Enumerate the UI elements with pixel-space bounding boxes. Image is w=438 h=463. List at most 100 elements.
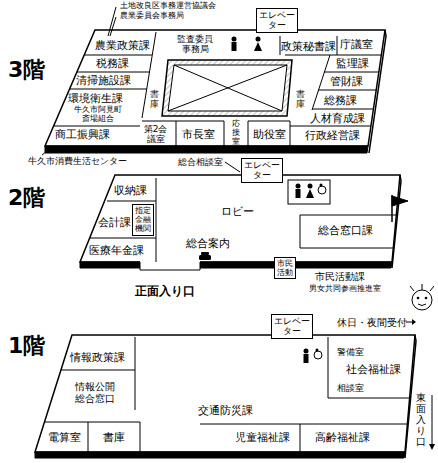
leader-label: 総合相談室 (178, 158, 223, 168)
room-name: 書庫 (103, 432, 125, 443)
toilet-icon (304, 349, 323, 364)
entrance-label: 東面入り口 (416, 392, 426, 447)
mascot-icon (410, 284, 434, 310)
floor-slab (45, 30, 385, 146)
room-box: 市長室 (180, 128, 217, 141)
room-name: 応接室 (232, 120, 240, 146)
room-box: 電算室 (46, 431, 83, 444)
room-box: 管財課 (328, 75, 365, 88)
slab-edge (80, 262, 392, 268)
room-box: 児童福祉課 (233, 431, 292, 444)
room-name: 清掃施設課 (76, 75, 131, 86)
toilet-icon (296, 184, 327, 199)
room-label: 男女共同参画推進室 (309, 285, 381, 294)
room-name: 情報政策課 (70, 352, 125, 363)
room-name: 牛久市阿見町斎場組合 (74, 105, 122, 123)
room-name: 交通防災課 (198, 405, 253, 416)
room-name: 監査委員事務局 (177, 34, 213, 55)
room-box: 助役室 (251, 128, 288, 141)
room-box: 医療年金課 (87, 244, 146, 257)
room-name: 管財課 (330, 76, 363, 87)
room-name: 第2会議室 (142, 124, 169, 145)
room-box: 収納課 (112, 184, 149, 197)
room-box: 監理課 (334, 57, 371, 70)
room-box: 商工振興課 (53, 128, 112, 141)
room-box: 行政経営課 (303, 129, 362, 142)
room-name: 農業政策課 (95, 40, 150, 51)
room-name: 指定金融機関 (135, 206, 151, 234)
room-name: 情報公開総合窓口 (75, 381, 115, 404)
slab-edge (45, 146, 368, 153)
room-box: 第2会議室 (140, 123, 171, 146)
room-name: 行政経営課 (305, 130, 360, 141)
leader-label: 農業委員会事務局 (120, 12, 184, 21)
room-name: 社会福祉課 (346, 364, 401, 375)
entrance-label: 正面入り口 (135, 285, 195, 298)
room-box: 農業政策課 (93, 39, 152, 52)
room-box: 監査委員事務局 (175, 33, 215, 56)
room-name: エレベーター (244, 160, 280, 181)
room-box: 人材育成課 (308, 112, 367, 125)
room-name: 警備室 (337, 348, 364, 357)
room-name: 庁議室 (340, 39, 373, 50)
room-name: 総務課 (324, 95, 357, 106)
floor-label: 1階 (8, 334, 45, 358)
room-name: 会計課 (98, 217, 131, 228)
elevator-box: エレベーター (271, 314, 313, 339)
room-box: 書庫 (148, 89, 161, 111)
room-name: 書庫 (296, 90, 305, 110)
floor-slab (35, 335, 415, 452)
room-name: 助役室 (253, 129, 286, 140)
toilet-icon (232, 37, 263, 52)
leader-label: 牛久市消費生活センター (28, 157, 127, 167)
room-name: 相談室 (337, 384, 364, 393)
room-box: 税務課 (94, 57, 131, 70)
room-box: 清掃施設課 (74, 74, 133, 87)
room-box: 応接室 (230, 119, 242, 147)
elevator-box: 市民活動 (274, 257, 296, 279)
room-box: 環境衛生課 (66, 92, 125, 105)
room-box: 会計課 (96, 216, 133, 229)
room-box: 書庫 (294, 89, 307, 111)
elevator-box: エレベーター (241, 158, 283, 183)
floor-slab (80, 175, 400, 262)
room-box: 相談室 (335, 383, 366, 394)
room-name: エレベーター (259, 10, 295, 31)
room-box: 政策秘書課 (279, 40, 338, 53)
room-name: 総合窓口課 (318, 225, 373, 236)
floor-label: 3階 (8, 58, 45, 82)
room-box: 警備室 (335, 347, 366, 358)
room-box: 総務課 (322, 94, 359, 107)
elevator-box: エレベーター (256, 8, 298, 33)
slab-edge (35, 452, 405, 458)
room-box: 高齢福祉課 (313, 431, 372, 444)
room-name: 市民活動 (277, 259, 293, 277)
room-box: 書庫 (101, 431, 127, 444)
reception-label: 休日・夜間受付 (337, 317, 407, 328)
room-box: 庁議室 (338, 38, 375, 51)
room-box: 牛久市阿見町斎場組合 (72, 104, 124, 124)
room-name: 高齢福祉課 (315, 432, 370, 443)
room-name: 児童福祉課 (235, 432, 290, 443)
area-label: ロビー (221, 206, 254, 218)
leader-label: 土地改良区事務運営協議会 (120, 2, 216, 11)
room-name: 医療年金課 (89, 245, 144, 256)
room-box: 情報政策課 (68, 351, 127, 364)
phone-icon (199, 252, 211, 260)
room-box: 情報公開総合窓口 (73, 380, 117, 405)
floor-label: 2階 (8, 186, 45, 210)
room-name: 市長室 (182, 129, 215, 140)
elevator-box: 指定金融機関 (132, 204, 154, 236)
room-name: 商工振興課 (55, 129, 110, 140)
room-name: 環境衛生課 (68, 93, 123, 104)
room-name: エレベーター (274, 316, 310, 337)
room-name: 電算室 (48, 432, 81, 443)
room-label: 市民活動課 (315, 271, 365, 282)
flag-icon (392, 195, 408, 222)
room-box: 交通防災課 (196, 404, 255, 417)
room-name: 収納課 (114, 185, 147, 196)
atrium-void (162, 60, 292, 116)
room-name: 税務課 (96, 58, 129, 69)
room-box: 総合窓口課 (316, 224, 375, 237)
